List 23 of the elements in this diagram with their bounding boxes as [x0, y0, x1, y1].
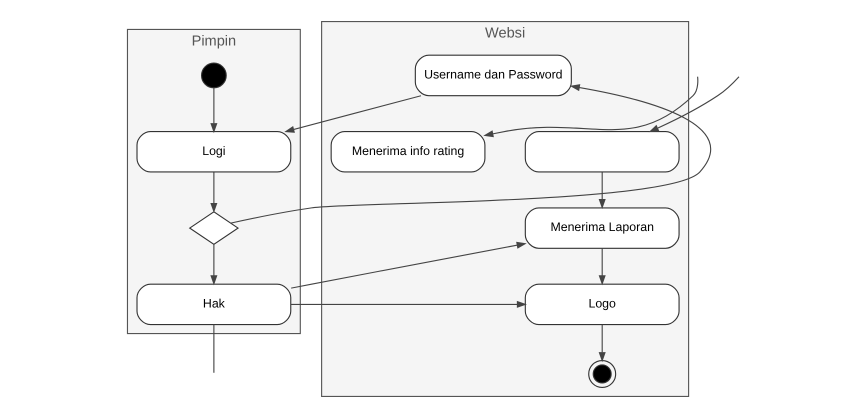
node-circle: [200, 62, 227, 88]
arrow: [284, 95, 422, 133]
arrow: [598, 324, 606, 362]
arrow: [290, 300, 527, 308]
node-diamond: [188, 211, 240, 246]
arrow: [483, 76, 698, 138]
node-endcircle: [588, 360, 616, 388]
arrow: [210, 172, 218, 214]
node-box: Hak: [136, 284, 292, 326]
connector: [213, 324, 214, 373]
node-box: Menerima Laporan: [524, 207, 680, 249]
node-box: Logo: [524, 284, 680, 326]
arrow: [598, 248, 606, 286]
node-box: Username dan Password: [414, 54, 572, 96]
arrow: [210, 88, 218, 134]
arrow: [210, 244, 218, 286]
node-box: [524, 131, 680, 173]
node-box: Menerima info rating: [330, 131, 486, 173]
arrow: [598, 172, 606, 210]
arrow: [648, 76, 740, 132]
arrow: [291, 242, 527, 289]
node-box: Logi: [136, 131, 292, 173]
arrow: [230, 84, 711, 224]
